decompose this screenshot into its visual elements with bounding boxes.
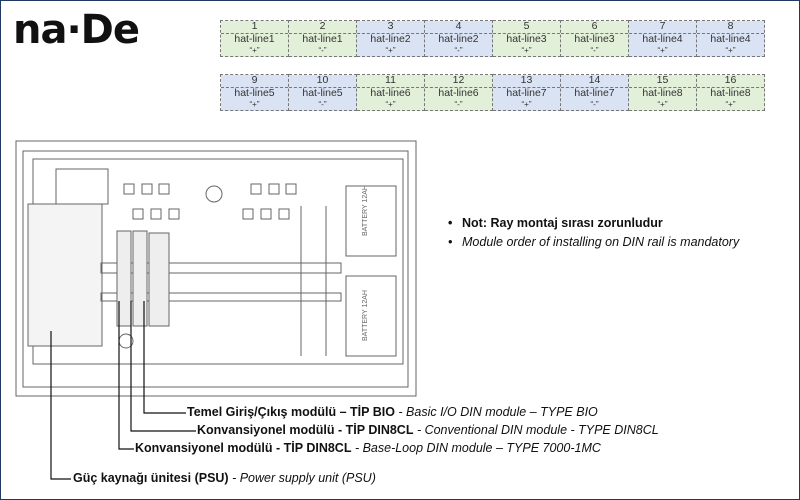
terminal-polarity: “-” — [454, 46, 463, 55]
label-turkish: Temel Giriş/Çıkış modülü – TİP BIO — [187, 405, 395, 419]
note-tr: Not: Ray montaj sırası zorunludur — [446, 215, 776, 232]
terminal-number: 12 — [425, 75, 492, 88]
terminal-polarity: “-” — [318, 100, 327, 109]
battery-1 — [345, 185, 397, 257]
din-rail — [100, 262, 342, 274]
terminal-line: hat-line5 — [302, 87, 343, 99]
terminal-polarity: “+” — [725, 46, 736, 55]
psu-box — [27, 203, 103, 347]
terminal-number: 2 — [289, 21, 356, 34]
terminal-polarity: “-” — [318, 46, 327, 55]
terminal-polarity: “-” — [590, 46, 599, 55]
terminal-number: 9 — [221, 75, 288, 88]
label-psu: Güç kaynağı ünitesi (PSU) - Power supply… — [73, 471, 376, 485]
terminal-line: hat-line8 — [710, 87, 751, 99]
terminal-number: 7 — [629, 21, 696, 34]
leader-lines — [50, 301, 196, 480]
terminal-polarity: “+” — [521, 100, 532, 109]
label-english: - Base-Loop DIN module – TYPE 7000-1MC — [351, 441, 601, 455]
terminal-line: hat-line3 — [506, 33, 547, 45]
terminal-polarity: “+” — [657, 100, 668, 109]
cabinet-inner — [22, 150, 409, 388]
label-english: - Power supply unit (PSU) — [228, 471, 376, 485]
terminal-line: hat-line1 — [302, 33, 343, 45]
battery-2 — [345, 275, 397, 357]
terminal-number: 6 — [561, 21, 628, 34]
terminal-line: hat-line2 — [438, 33, 479, 45]
terminal-polarity: “+” — [385, 100, 396, 109]
note-en: Module order of installing on DIN rail i… — [446, 234, 776, 251]
terminal-polarity: “+” — [725, 100, 736, 109]
terminal-line: hat-line7 — [574, 87, 615, 99]
terminal-number: 5 — [493, 21, 560, 34]
terminal-number: 1 — [221, 21, 288, 34]
label-din8cl: Konvansiyonel modülü - TİP DIN8CL - Conv… — [197, 423, 659, 437]
notes: Not: Ray montaj sırası zorunludur Module… — [446, 215, 776, 253]
terminal-line: hat-line1 — [234, 33, 275, 45]
terminal-polarity: “-” — [590, 100, 599, 109]
terminal-polarity: “+” — [657, 46, 668, 55]
label-bio: Temel Giriş/Çıkış modülü – TİP BIO - Bas… — [187, 405, 598, 419]
terminal-polarity: “-” — [454, 100, 463, 109]
terminal-line: hat-line7 — [506, 87, 547, 99]
terminal-line: hat-line2 — [370, 33, 411, 45]
battery-2-label: BATTERY 12AH — [362, 290, 369, 341]
terminal-line: hat-line6 — [438, 87, 479, 99]
nade-logo: na·De — [13, 7, 140, 53]
terminal-polarity: “+” — [385, 46, 396, 55]
terminal-line: hat-line5 — [234, 87, 275, 99]
terminal-number: 16 — [697, 75, 764, 88]
label-turkish: Konvansiyonel modülü - TİP DIN8CL — [197, 423, 414, 437]
label-base-loop: Konvansiyonel modülü - TİP DIN8CL - Base… — [135, 441, 601, 455]
terminal-number: 3 — [357, 21, 424, 34]
label-english: - Basic I/O DIN module – TYPE BIO — [394, 405, 598, 419]
cabinet-outer — [15, 140, 417, 397]
terminal-number: 14 — [561, 75, 628, 88]
terminal-number: 13 — [493, 75, 560, 88]
terminal-line: hat-line6 — [370, 87, 411, 99]
terminal-polarity: “+” — [249, 100, 260, 109]
module-base-loop — [116, 230, 132, 327]
module-bio — [148, 232, 170, 327]
terminal-number: 8 — [697, 21, 764, 34]
label-turkish: Güç kaynağı ünitesi (PSU) — [73, 471, 229, 485]
terminal-line: hat-line3 — [574, 33, 615, 45]
terminal-line: hat-line8 — [642, 87, 683, 99]
terminal-line: hat-line4 — [710, 33, 751, 45]
battery-1-label: BATTERY 12AH — [362, 185, 369, 236]
terminal-number: 10 — [289, 75, 356, 88]
terminal-number: 4 — [425, 21, 492, 34]
module-din8cl — [132, 230, 148, 327]
terminal-number: 15 — [629, 75, 696, 88]
label-english: - Conventional DIN module - TYPE DIN8CL — [413, 423, 659, 437]
terminal-line: hat-line4 — [642, 33, 683, 45]
terminal-polarity: “+” — [249, 46, 260, 55]
terminal-polarity: “+” — [521, 46, 532, 55]
label-turkish: Konvansiyonel modülü - TİP DIN8CL — [135, 441, 352, 455]
terminal-number: 11 — [357, 75, 424, 88]
